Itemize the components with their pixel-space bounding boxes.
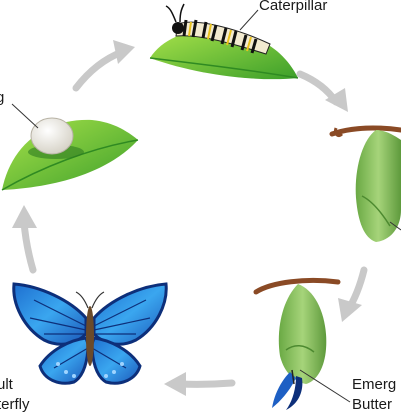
caterpillar-stage bbox=[149, 3, 299, 80]
caterpillar bbox=[165, 3, 271, 55]
emerging-stage bbox=[253, 278, 351, 410]
emerging-butterfly bbox=[272, 369, 303, 410]
right-lower-wing bbox=[90, 336, 142, 385]
arrow-emerging-to-adult bbox=[164, 372, 236, 396]
butterfly-body bbox=[86, 306, 94, 366]
adult-butterfly-label-line2: terfly bbox=[0, 396, 30, 413]
egg bbox=[30, 117, 74, 155]
arrow-egg-to-caterpillar bbox=[72, 40, 135, 92]
right-upper-wing bbox=[92, 282, 168, 346]
egg-stage bbox=[1, 103, 139, 191]
arrow-adult-to-egg bbox=[12, 205, 37, 274]
left-lower-wing bbox=[38, 336, 90, 385]
caterpillar-pointer bbox=[239, 9, 259, 31]
emerging-chrysalis bbox=[278, 284, 327, 384]
egg-label: g bbox=[0, 89, 5, 106]
adult-butterfly-label-line1: ult bbox=[0, 376, 13, 393]
arrow-chrysalis-to-emerging bbox=[338, 266, 368, 322]
adult-stage bbox=[12, 282, 168, 385]
branch bbox=[329, 125, 401, 137]
chrysalis bbox=[355, 130, 401, 242]
chrysalis-stage bbox=[329, 125, 401, 242]
left-upper-wing bbox=[12, 282, 88, 346]
emerging-butterfly-label-line1: Emerg bbox=[352, 376, 397, 393]
branch-2 bbox=[253, 278, 341, 295]
chrysalis-pointer bbox=[389, 221, 401, 231]
cycle-arrows bbox=[12, 40, 368, 396]
emerging-pointer bbox=[299, 369, 351, 403]
caterpillar-label: Caterpillar bbox=[259, 0, 328, 14]
egg-pointer bbox=[11, 103, 39, 129]
arrow-caterpillar-to-chrysalis bbox=[296, 70, 348, 112]
emerging-butterfly-label-line2: Butter bbox=[352, 396, 393, 413]
adult-butterfly bbox=[12, 282, 168, 385]
